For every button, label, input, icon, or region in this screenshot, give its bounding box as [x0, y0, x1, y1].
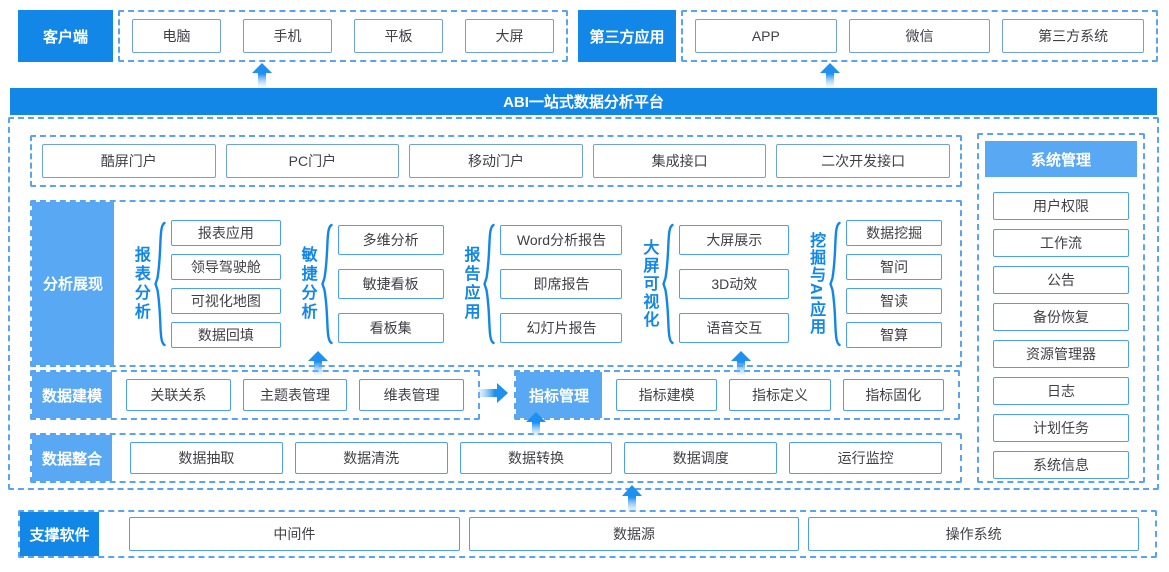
portal-item-integration-api: 集成接口 — [592, 144, 767, 178]
analysis-item: 领导驾驶舱 — [170, 253, 281, 280]
system-item: 用户权限 — [993, 192, 1129, 220]
brace-icon — [320, 223, 333, 344]
third-party-label: 第三方应用 — [578, 10, 676, 62]
arrow-up-icon — [731, 351, 751, 375]
support-item-datasource: 数据源 — [468, 517, 800, 551]
group-mining-ai: 挖掘与AI应用 数据挖掘 智问 智读 智算 — [807, 219, 943, 348]
support-label: 支撑软件 — [20, 512, 99, 556]
group-name: 挖掘与AI应用 — [807, 232, 825, 335]
client-items-container: 电脑 手机 平板 大屏 — [118, 10, 568, 62]
support-item-middleware: 中间件 — [129, 517, 460, 551]
third-party-item-app: APP — [695, 19, 837, 53]
modeling-item: 主题表管理 — [242, 379, 348, 411]
brace-icon — [829, 221, 841, 346]
system-label: 系统管理 — [985, 141, 1137, 177]
analysis-item: 语音交互 — [679, 312, 790, 343]
arrow-up-icon — [820, 63, 840, 87]
analysis-item: 大屏展示 — [679, 224, 790, 255]
modeling-item: 维表管理 — [359, 379, 465, 411]
system-item: 计划任务 — [993, 414, 1129, 442]
analysis-item: Word分析报告 — [500, 224, 623, 255]
metrics-label: 指标管理 — [516, 372, 602, 418]
platform-title-banner: ABI一站式数据分析平台 — [10, 88, 1157, 115]
analysis-item: 数据挖掘 — [846, 219, 943, 246]
group-name: 敏捷分析 — [298, 245, 316, 322]
analysis-item: 可视化地图 — [170, 287, 281, 314]
analysis-label: 分析展现 — [32, 202, 114, 365]
arrow-right-icon — [478, 383, 508, 403]
arrow-up-icon — [526, 412, 546, 436]
analysis-item: 多维分析 — [337, 224, 444, 255]
system-item: 公告 — [993, 266, 1129, 294]
brace-icon — [154, 221, 166, 346]
analysis-item: 智算 — [846, 321, 943, 348]
client-item-phone: 手机 — [243, 19, 332, 53]
analysis-item: 报表应用 — [170, 219, 281, 246]
integration-item: 数据清洗 — [294, 442, 448, 474]
client-item-pc: 电脑 — [132, 19, 221, 53]
group-name: 报告应用 — [461, 245, 479, 322]
client-item-tablet: 平板 — [354, 19, 443, 53]
brace-icon — [483, 223, 496, 344]
analysis-item: 敏捷看板 — [337, 268, 444, 299]
integration-item: 运行监控 — [789, 442, 942, 474]
third-party-items-container: APP 微信 第三方系统 — [681, 10, 1158, 62]
analysis-item: 智读 — [846, 287, 943, 314]
arrow-up-icon — [622, 485, 642, 512]
brace-icon — [662, 223, 675, 344]
system-item: 系统信息 — [993, 451, 1129, 479]
analysis-item: 智问 — [846, 253, 943, 280]
portal-item-coolscreen: 酷屏门户 — [42, 144, 216, 178]
support-item-os: 操作系统 — [808, 517, 1140, 551]
system-item: 资源管理器 — [993, 340, 1129, 368]
metrics-section: 指标管理 指标建模 指标定义 指标固化 — [514, 370, 960, 420]
third-party-item-wechat: 微信 — [848, 19, 991, 53]
analysis-section: 分析展现 报表分析 报表应用 领导驾驶舱 可视化地图 数据回填 敏捷分析 — [30, 200, 962, 367]
analysis-item: 幻灯片报告 — [500, 312, 623, 343]
group-report-application: 报告应用 Word分析报告 即席报告 幻灯片报告 — [461, 223, 623, 345]
third-party-item-system: 第三方系统 — [1002, 19, 1145, 53]
client-item-bigscreen: 大屏 — [465, 19, 554, 53]
system-management-panel: 系统管理 用户权限 工作流 公告 备份恢复 资源管理器 日志 计划任务 系统信息 — [977, 133, 1145, 483]
analysis-item: 看板集 — [337, 312, 444, 343]
metrics-item: 指标固化 — [842, 379, 944, 411]
arrow-up-icon — [308, 351, 328, 375]
integration-item: 数据调度 — [624, 442, 778, 474]
analysis-groups: 报表分析 报表应用 领导驾驶舱 可视化地图 数据回填 敏捷分析 多维分析 敏捷看… — [114, 202, 960, 365]
analysis-item: 数据回填 — [170, 321, 281, 348]
platform-container: 酷屏门户 PC门户 移动门户 集成接口 二次开发接口 分析展现 报表分析 报表应… — [8, 117, 1159, 490]
client-group: 客户端 电脑 手机 平板 大屏 — [18, 10, 568, 62]
modeling-section: 数据建模 关联关系 主题表管理 维表管理 — [30, 370, 480, 420]
metrics-item: 指标建模 — [616, 379, 718, 411]
integration-label: 数据整合 — [32, 435, 112, 481]
portal-item-pc: PC门户 — [225, 144, 400, 178]
portal-item-dev-api: 二次开发接口 — [776, 144, 950, 178]
portal-item-mobile: 移动门户 — [409, 144, 583, 178]
analysis-item: 即席报告 — [500, 268, 623, 299]
group-name: 大屏可视化 — [640, 238, 658, 329]
support-software-section: 支撑软件 中间件 数据源 操作系统 — [18, 510, 1157, 558]
system-item: 备份恢复 — [993, 303, 1129, 331]
metrics-item: 指标定义 — [729, 379, 831, 411]
arrow-up-icon — [252, 63, 272, 87]
modeling-item: 关联关系 — [126, 379, 231, 411]
top-row: 客户端 电脑 手机 平板 大屏 第三方应用 APP 微信 第三方系统 — [18, 10, 1158, 62]
group-report-analysis: 报表分析 报表应用 领导驾驶舱 可视化地图 数据回填 — [131, 219, 281, 348]
integration-item: 数据抽取 — [130, 442, 283, 474]
group-agile-analysis: 敏捷分析 多维分析 敏捷看板 看板集 — [299, 223, 444, 345]
third-party-group: 第三方应用 APP 微信 第三方系统 — [578, 10, 1158, 62]
group-name: 报表分析 — [131, 245, 149, 322]
portal-row: 酷屏门户 PC门户 移动门户 集成接口 二次开发接口 — [30, 135, 962, 187]
client-label: 客户端 — [18, 10, 113, 62]
group-bigscreen-visualization: 大屏可视化 大屏展示 3D动效 语音交互 — [640, 223, 790, 345]
system-item: 工作流 — [993, 229, 1129, 257]
modeling-label: 数据建模 — [32, 372, 112, 418]
integration-section: 数据整合 数据抽取 数据清洗 数据转换 数据调度 运行监控 — [30, 433, 962, 483]
analysis-item: 3D动效 — [679, 268, 790, 299]
integration-item: 数据转换 — [459, 442, 613, 474]
system-item: 日志 — [993, 377, 1129, 405]
